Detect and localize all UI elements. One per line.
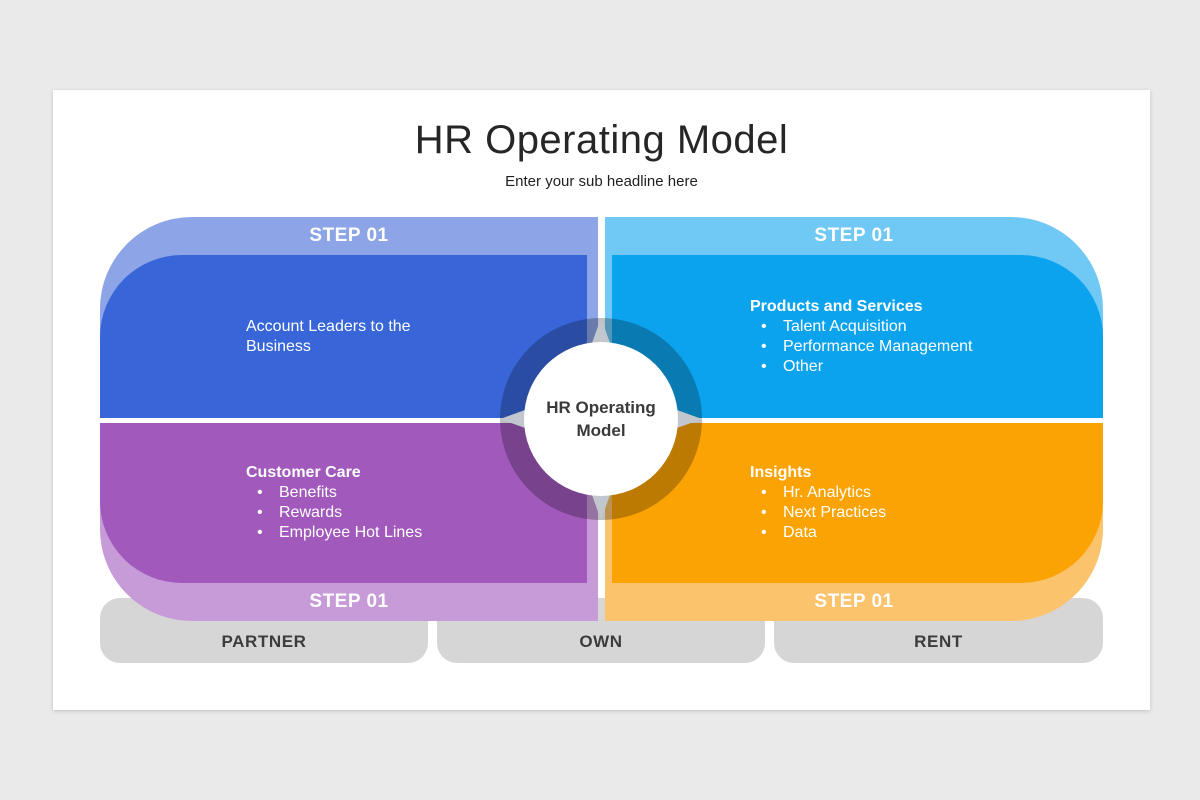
bullet-item: Other (750, 357, 978, 377)
quadrant-body-text: Account Leaders to the Business (246, 317, 411, 355)
quadrant-heading: Products and Services (750, 297, 923, 315)
bullet-item: Data (750, 523, 978, 543)
step-label: STEP 01 (814, 591, 894, 612)
bullet-item: Rewards (246, 503, 474, 523)
quadrant-bottom-right-content: Insights Hr. Analytics Next Practices Da… (750, 463, 978, 543)
quadrant-top-right-box: Products and Services Talent Acquisition… (612, 255, 1103, 418)
step-label: STEP 01 (309, 591, 389, 612)
quadrant-bullet-list: Benefits Rewards Employee Hot Lines (246, 483, 474, 543)
page-title: HR Operating Model (414, 118, 789, 162)
center-circle-label: HR Operating Model (546, 398, 656, 440)
bullet-item: Hr. Analytics (750, 483, 978, 503)
bullet-item: Next Practices (750, 503, 978, 523)
footer-tab-label: PARTNER (221, 632, 307, 651)
quadrant-top-left-content: Account Leaders to the Business (246, 317, 474, 357)
quadrant-top-right-content: Products and Services Talent Acquisition… (750, 297, 978, 377)
quadrant-heading: Customer Care (246, 464, 361, 481)
bullet-item: Employee Hot Lines (246, 523, 474, 543)
quadrant-bullet-list: Hr. Analytics Next Practices Data (750, 483, 978, 543)
bullet-item: Talent Acquisition (750, 317, 978, 337)
footer-tab-label: OWN (579, 632, 623, 651)
quadrant-bottom-left-content: Customer Care Benefits Rewards Employee … (246, 463, 474, 543)
quadrant-top-left-box: Account Leaders to the Business (100, 255, 587, 418)
footer-tab-label: RENT (914, 632, 963, 651)
quadrant-bullet-list: Talent Acquisition Performance Managemen… (750, 317, 978, 377)
quadrant-heading: Insights (750, 464, 812, 481)
page-subtitle: Enter your sub headline here (505, 173, 698, 190)
bullet-item: Performance Management (750, 337, 978, 357)
quadrant-bottom-left-box: Customer Care Benefits Rewards Employee … (100, 423, 587, 583)
center-circle: HR Operating Model (524, 342, 678, 496)
bullet-item: Benefits (246, 483, 474, 503)
hr-operating-model-diagram: PARTNER OWN RENT STEP 01 Account Leaders… (100, 217, 1103, 663)
step-label: STEP 01 (309, 225, 389, 246)
step-label: STEP 01 (814, 225, 894, 246)
quadrant-bottom-right-box: Insights Hr. Analytics Next Practices Da… (612, 423, 1103, 583)
slide: HR Operating Model Enter your sub headli… (53, 90, 1150, 710)
